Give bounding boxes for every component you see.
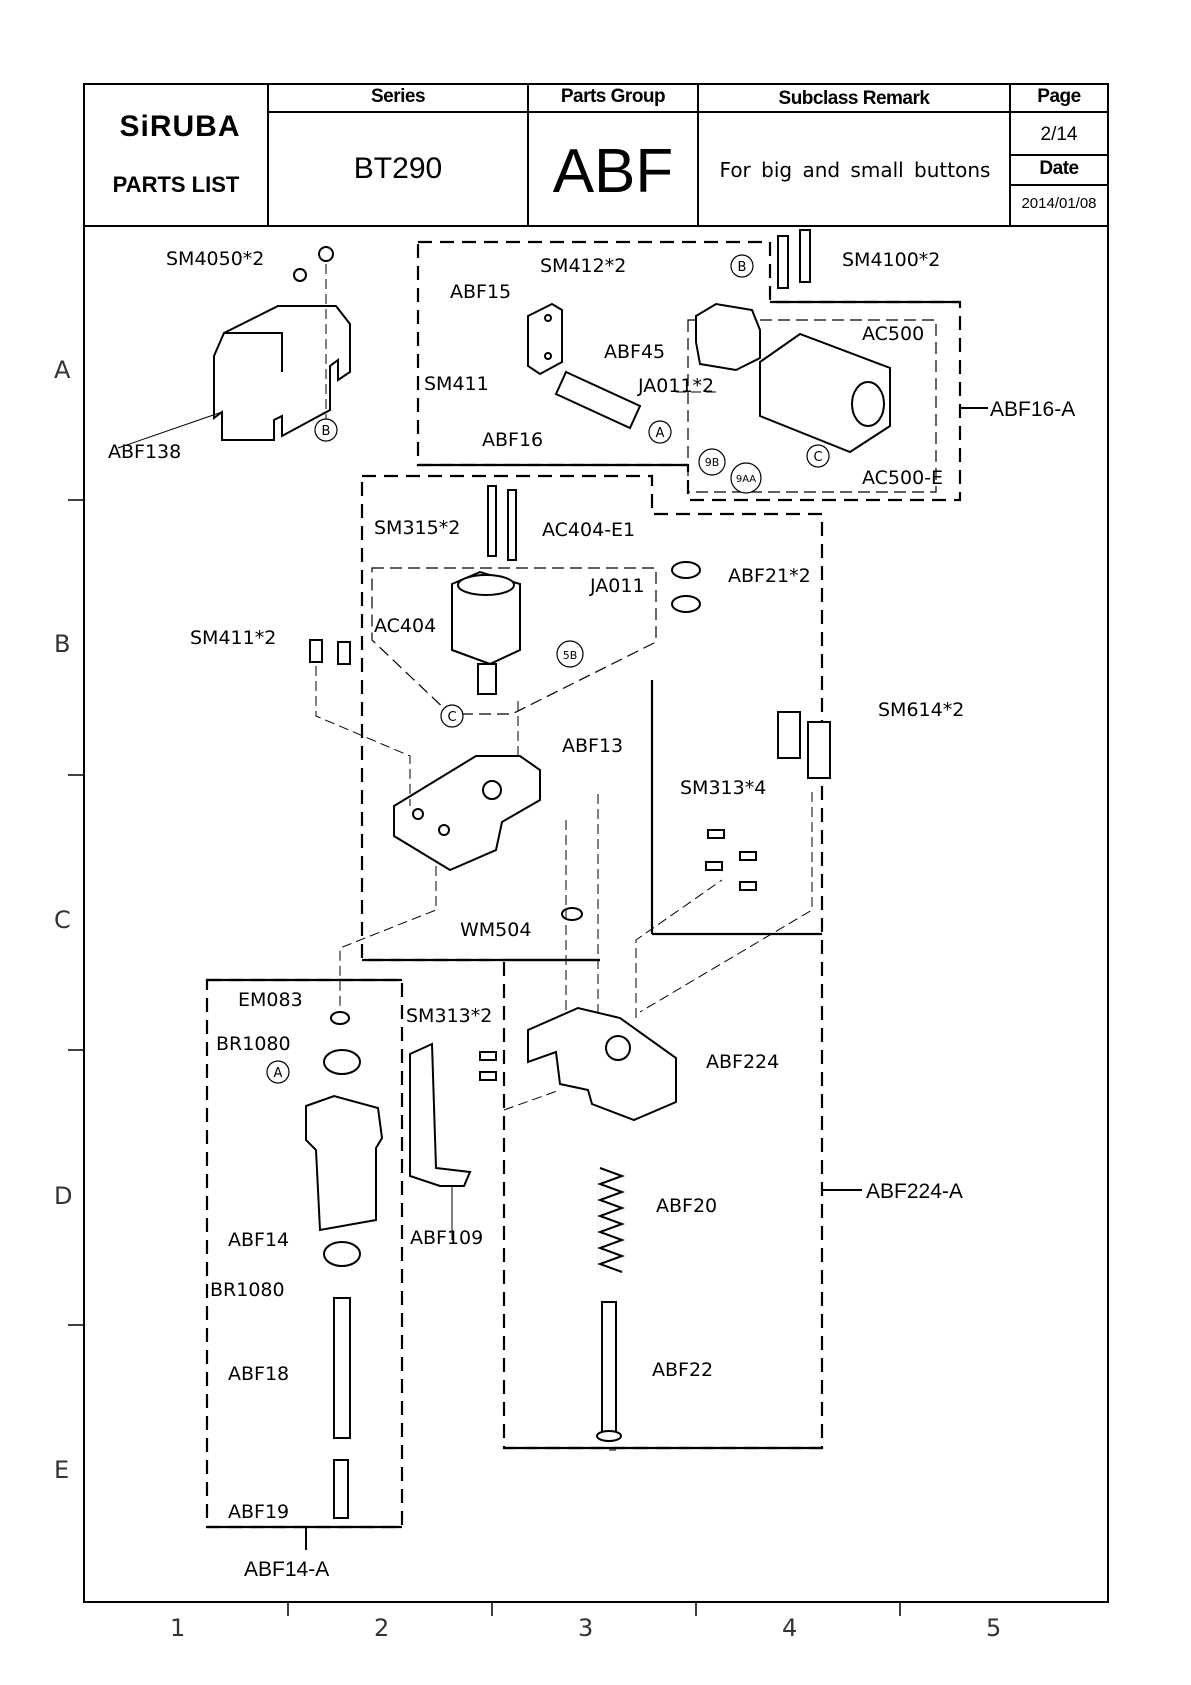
label-ja011: JA011 [589,575,645,597]
callout-a-label: A [274,1066,283,1081]
abf13-plate [393,755,541,872]
label-em083: EM083 [238,989,303,1011]
label-abf21: ABF21*2 [728,565,811,587]
label-abf13: ABF13 [562,735,623,757]
label-ac500e: AC500-E [862,467,943,489]
callout-c-label: C [813,450,822,465]
label-abf109: ABF109 [410,1227,483,1249]
label-abf18: ABF18 [228,1363,289,1385]
label-ja011-2: JA011*2 [637,375,714,397]
label-ac404: AC404 [374,615,436,637]
col-label-2: 2 [374,1614,389,1642]
subclass-value: For big and small buttons [719,158,991,182]
label-sm315: SM315*2 [374,517,460,539]
row-label-e: E [54,1456,69,1484]
grid-ticks [68,499,901,1616]
row-label-d: D [54,1182,72,1210]
row-label-b: B [54,630,70,658]
col-label-5: 5 [986,1614,1001,1642]
label-abf138: ABF138 [108,441,181,463]
label-sm4050: SM4050*2 [166,248,264,270]
series-label: Series [370,86,426,107]
series-value: BT290 [353,152,443,185]
abf14-block [305,1094,384,1232]
abf109-plate [409,1042,472,1187]
label-abf16: ABF16 [482,429,543,451]
label-br1080-upper: BR1080 [216,1033,291,1055]
callout-a-label: A [656,426,665,441]
ac404-cylinder [451,570,521,666]
callout-9aa-label: 9AA [736,474,756,485]
abf15-block [527,302,563,376]
label-abf19: ABF19 [228,1501,289,1523]
abf16-rack [554,370,642,430]
callout-5b-label: 5B [563,649,578,662]
label-abf20: ABF20 [656,1195,717,1217]
abf22-rod [601,1301,617,1435]
label-abf16-a: ABF16-A [990,398,1075,421]
date-label: Date [1039,158,1079,179]
label-sm313-2: SM313*2 [406,1005,492,1027]
ac500-cylinder [759,332,891,454]
label-sm614: SM614*2 [878,699,964,721]
label-abf45: ABF45 [604,341,665,363]
abf45-bracket [695,302,761,372]
label-wm504: WM504 [460,919,531,941]
label-abf224-a: ABF224-A [866,1180,963,1203]
abf20-spring [597,1167,625,1273]
date-value: 2014/01/08 [1021,195,1097,212]
abf224-bracket [527,1006,677,1122]
label-sm411-2: SM411*2 [190,627,276,649]
row-label-c: C [54,906,71,934]
parts-group-label: Parts Group [560,86,666,107]
page-label: Page [1037,86,1081,107]
label-sm412: SM412*2 [540,255,626,277]
label-br1080-lower: BR1080 [210,1279,285,1301]
label-ac404e1: AC404-E1 [542,519,635,541]
label-abf224: ABF224 [706,1051,779,1073]
label-ac500: AC500 [862,323,924,345]
label-abf14-a: ABF14-A [244,1558,329,1581]
label-abf22: ABF22 [652,1359,713,1381]
br1080-upper [323,1049,361,1075]
abf138-cover [213,305,351,441]
subclass-label: Subclass Remark [778,88,930,109]
sm614-bolt [777,711,801,759]
col-label-4: 4 [782,1614,797,1642]
row-label-a: A [54,356,71,384]
br1080-lower [323,1241,361,1267]
label-sm4100: SM4100*2 [842,249,940,271]
label-sm411: SM411 [424,373,489,395]
callout-c-label: C [447,710,456,725]
callout-9b-label: 9B [705,456,720,469]
callout-b-label: B [322,424,331,439]
label-abf14: ABF14 [228,1229,289,1251]
label-sm313-4: SM313*4 [680,777,766,799]
brand-logo: SiRUBA [119,110,241,143]
abf18-shaft [333,1297,351,1439]
doc-type: PARTS LIST [112,172,240,197]
sheet-border [83,83,1109,1603]
col-label-3: 3 [578,1614,593,1642]
abf14-a-boundary [205,978,404,1529]
col-label-1: 1 [170,1614,185,1642]
abf19-pin [333,1459,349,1519]
label-abf15: ABF15 [450,281,511,303]
callout-b-label: B [738,260,747,275]
page-value: 2/14 [1040,124,1078,145]
parts-group-value: ABF [552,137,674,206]
